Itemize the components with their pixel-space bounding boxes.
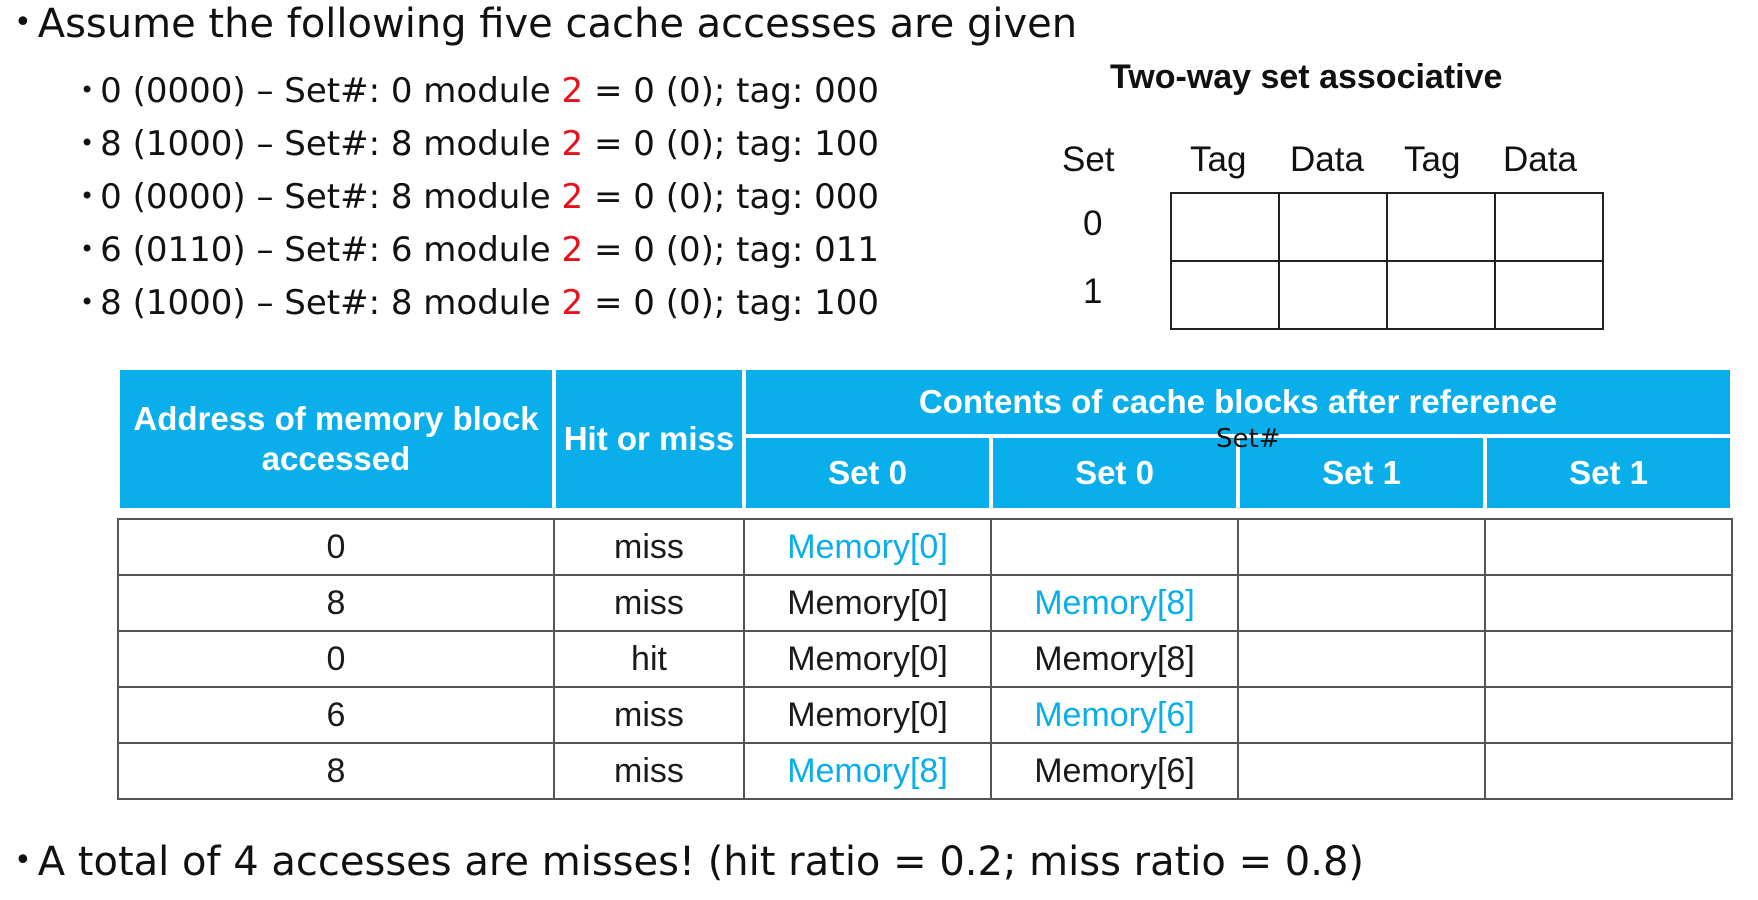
module-number: 2 (561, 230, 584, 270)
access-item: •8 (1000) – Set#: 8 module 2 = 0 (0); ta… (80, 124, 880, 164)
cache-block-cell (1237, 742, 1486, 800)
diagram-header-data: Data (1503, 140, 1577, 179)
cache-block-cell: Memory[6] (990, 686, 1239, 744)
module-number: 2 (561, 71, 584, 111)
cache-diagram-cell (1494, 260, 1604, 330)
cache-block-cell (1483, 518, 1734, 576)
diagram-header-tag: Tag (1190, 140, 1247, 179)
cache-block-cell (990, 518, 1239, 576)
result-cell: miss (553, 686, 745, 744)
address-header: Address of memory block accessed (116, 366, 556, 512)
cache-diagram-row (1170, 192, 1604, 262)
hit-or-miss-header: Hit or miss (552, 366, 746, 512)
access-item: •8 (1000) – Set#: 8 module 2 = 0 (0); ta… (80, 283, 880, 323)
cache-diagram-cell (1386, 192, 1496, 262)
table-row: 8 miss Memory[0] Memory[8] (117, 574, 1734, 632)
cache-block-cell: Memory[8] (990, 574, 1239, 632)
summary-bullet: •A total of 4 accesses are misses! (hit … (14, 838, 1364, 885)
address-cell: 6 (117, 686, 555, 744)
cache-block-cell: Memory[0] (743, 574, 992, 632)
cache-diagram-cell (1278, 260, 1388, 330)
cache-diagram-cell (1386, 260, 1496, 330)
bullet-dot: • (14, 5, 32, 40)
cache-block-cell: Memory[0] (743, 518, 992, 576)
diagram-header-data: Data (1290, 140, 1364, 179)
cache-block-cell (1483, 574, 1734, 632)
result-cell: hit (553, 630, 745, 688)
cache-diagram-grid (1170, 192, 1604, 330)
result-cell: miss (553, 574, 745, 632)
module-number: 2 (561, 124, 584, 164)
diagram-header-tag: Tag (1404, 140, 1461, 179)
cache-block-cell: Memory[8] (990, 630, 1239, 688)
result-cell: miss (553, 518, 745, 576)
intro-text: Assume the following five cache accesses… (37, 1, 1078, 47)
set-header: Set 0 (742, 434, 993, 512)
diagram-header-set: Set (1062, 140, 1115, 179)
summary-text: A total of 4 accesses are misses! (hit r… (37, 839, 1365, 885)
set-header: Set 1 (1236, 434, 1487, 512)
cache-diagram-cell (1170, 260, 1280, 330)
cache-block-cell (1237, 518, 1486, 576)
diagram-set-number: 1 (1083, 272, 1103, 311)
cache-block-cell (1237, 574, 1486, 632)
set-number-annotation: Set# (1216, 424, 1281, 454)
table-row: 0 miss Memory[0] (117, 518, 1734, 576)
cache-block-cell: Memory[0] (743, 630, 992, 688)
cache-block-cell: Memory[0] (743, 686, 992, 744)
table-body: 0 miss Memory[0] 8 miss Memory[0] Memory… (117, 518, 1734, 800)
access-item: •6 (0110) – Set#: 6 module 2 = 0 (0); ta… (80, 230, 880, 270)
cache-block-cell: Memory[6] (990, 742, 1239, 800)
module-number: 2 (561, 283, 584, 323)
access-list: •0 (0000) – Set#: 0 module 2 = 0 (0); ta… (80, 64, 879, 329)
cache-diagram-row (1170, 260, 1604, 330)
set-header: Set 1 (1482, 434, 1735, 512)
cache-reference-table: Address of memory block accessed Hit or … (116, 366, 1735, 800)
cache-block-cell (1237, 630, 1486, 688)
cache-diagram-cell (1278, 192, 1388, 262)
diagram-set-number: 0 (1083, 204, 1103, 243)
bullet-dot: • (14, 843, 32, 878)
diagram-title: Two-way set associative (1110, 58, 1503, 96)
cache-diagram-cell (1170, 192, 1280, 262)
table-row: 6 miss Memory[0] Memory[6] (117, 686, 1734, 744)
cache-block-cell (1483, 742, 1734, 800)
contents-header: Contents of cache blocks after reference (741, 366, 1735, 438)
cache-block-cell (1237, 686, 1486, 744)
cache-block-cell: Memory[8] (743, 742, 992, 800)
address-cell: 8 (117, 742, 555, 800)
address-cell: 0 (117, 518, 555, 576)
access-item: •0 (0000) – Set#: 0 module 2 = 0 (0); ta… (80, 71, 880, 111)
intro-bullet: •Assume the following five cache accesse… (14, 0, 1077, 47)
access-item: •0 (0000) – Set#: 8 module 2 = 0 (0); ta… (80, 177, 880, 217)
result-cell: miss (553, 742, 745, 800)
table-row: 8 miss Memory[8] Memory[6] (117, 742, 1734, 800)
table-row: 0 hit Memory[0] Memory[8] (117, 630, 1734, 688)
cache-block-cell (1483, 630, 1734, 688)
module-number: 2 (561, 177, 584, 217)
cache-diagram-cell (1494, 192, 1604, 262)
set-header: Set 0 (989, 434, 1240, 512)
address-cell: 0 (117, 630, 555, 688)
address-cell: 8 (117, 574, 555, 632)
cache-block-cell (1483, 686, 1734, 744)
